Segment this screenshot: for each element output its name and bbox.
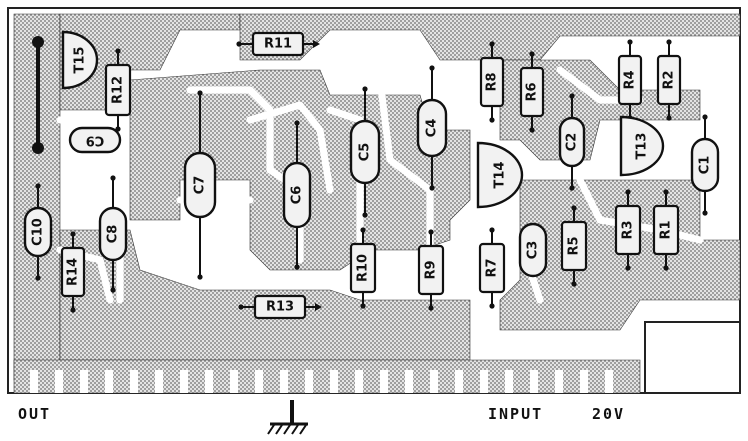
c2-label: C2 [565,133,580,152]
r5-resistor: R5 [560,205,588,287]
r10-label: R10 [356,254,371,282]
wire-link [32,36,44,154]
c10-label: C10 [31,218,46,246]
r10-resistor: R10 [349,227,377,309]
c5-capacitor: C5 [349,86,381,218]
r7-label: R7 [485,258,500,277]
r11-resistor: R11 [236,31,320,57]
c7-label: C7 [193,176,208,195]
c9-label: C9 [86,133,105,148]
r11-label: R11 [264,37,292,52]
c1-label: C1 [698,156,713,175]
c10-capacitor: C10 [23,183,53,281]
ground-symbol-icon [267,400,308,435]
r2-resistor: R2 [656,39,682,121]
r2-label: R2 [662,70,677,89]
r6-label: R6 [525,82,540,101]
c8-capacitor: C8 [98,175,128,293]
c6-label: C6 [290,186,305,205]
c6-capacitor: C6 [282,120,312,270]
t15-transistor: T15 [61,30,99,90]
t14-transistor: T14 [476,141,524,209]
r3-label: R3 [621,220,636,239]
input-terminal-label: INPUT [488,405,544,423]
supply-voltage-label: 20V [592,405,626,423]
c1-capacitor: C1 [690,114,720,216]
r4-resistor: R4 [617,39,643,121]
r4-label: R4 [623,70,638,89]
r12-resistor: R12 [104,48,132,132]
t14-label: T14 [493,162,508,189]
c7-capacitor: C7 [183,90,217,280]
r13-resistor: R13 [238,294,322,320]
r3-resistor: R3 [614,189,642,271]
c3-capacitor: C3 [518,222,548,278]
r14-label: R14 [66,258,81,286]
r1-label: R1 [659,220,674,239]
r13-label: R13 [266,300,294,315]
r9-label: R9 [424,260,439,279]
t13-transistor: T13 [619,115,665,177]
r5-label: R5 [567,236,582,255]
c8-label: C8 [106,225,121,244]
r6-resistor: R6 [519,51,545,133]
r8-label: R8 [485,72,500,91]
c4-capacitor: C4 [416,65,448,191]
r14-resistor: R14 [60,231,86,313]
edge-connector-fingers [30,370,613,393]
c2-capacitor: C2 [558,93,586,191]
r7-resistor: R7 [478,227,506,309]
t13-label: T13 [635,133,650,160]
c3-label: C3 [526,241,541,260]
c4-label: C4 [425,119,440,138]
t15-label: T15 [73,47,88,74]
r1-resistor: R1 [652,189,680,271]
c9-capacitor: C9 [68,126,122,154]
board-cutout [644,321,741,394]
r9-resistor: R9 [417,229,445,311]
r12-label: R12 [111,76,126,104]
r8-resistor: R8 [479,41,505,123]
out-terminal-label: OUT [18,405,52,423]
c5-label: C5 [358,143,373,162]
